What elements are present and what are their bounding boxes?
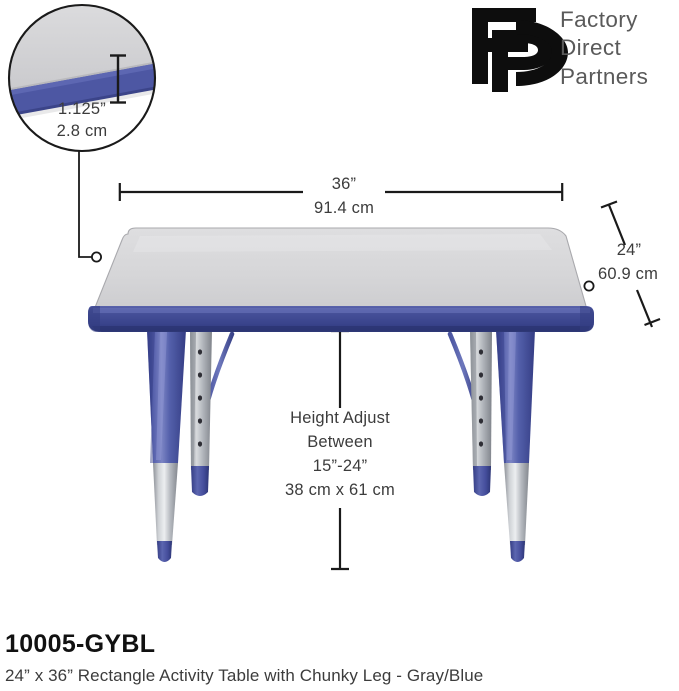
callout-leader-line: [78, 151, 103, 263]
edge-anchor-right: [583, 280, 595, 292]
leg-front-right: [496, 330, 535, 562]
width-dimension-line: [118, 183, 564, 201]
depth-dimension-line: [600, 200, 661, 328]
height-label-line-1: Height Adjust: [290, 409, 390, 427]
product-sku: 10005-GYBL: [5, 630, 156, 658]
width-label-inches: 36”: [331, 175, 357, 193]
leg-adjust-left-rear: [190, 330, 212, 496]
brand-line-1: Factory: [560, 7, 638, 32]
height-label-line-3: 15”-24”: [312, 457, 368, 475]
brand-line-2: Direct: [560, 35, 622, 61]
height-label-line-2: Between: [307, 433, 373, 451]
product-description: 24” x 36” Rectangle Activity Table with …: [5, 666, 484, 685]
callout-thickness-metric: 2.8 cm: [56, 122, 108, 140]
callout-thickness-inches: 1.125”: [58, 100, 106, 118]
depth-label-inches: 24”: [616, 241, 642, 259]
leg-adjust-right-rear: [470, 330, 492, 496]
width-label-metric: 91.4 cm: [313, 199, 375, 217]
brand-line-3: Partners: [560, 63, 649, 89]
brand-wordmark: Factory Direct Partners: [560, 6, 675, 91]
leg-front-left: [147, 330, 186, 562]
activity-table-illustration: [88, 227, 594, 562]
height-label-line-4: 38 cm x 61 cm: [285, 481, 395, 499]
depth-label-metric: 60.9 cm: [597, 265, 659, 283]
